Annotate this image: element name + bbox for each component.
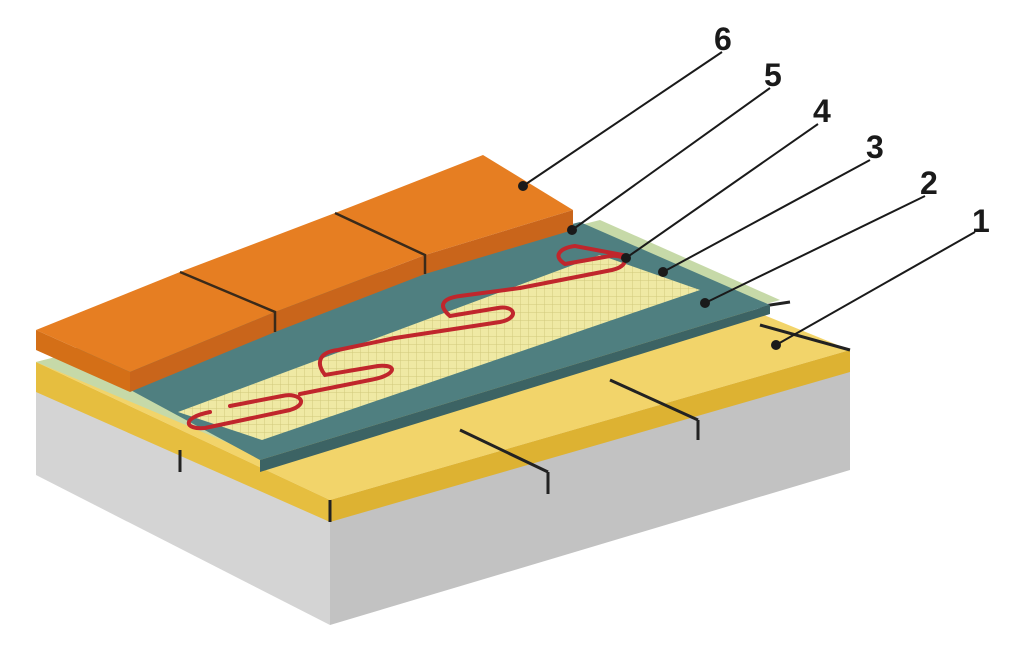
- leader-dot-3: [658, 267, 668, 277]
- heating-cable-loops: [186, 243, 630, 431]
- callout-number-5: 5: [764, 57, 782, 93]
- concrete-left-face: [36, 390, 330, 625]
- insulation-left-face: [36, 362, 330, 522]
- tile-1-top: [36, 272, 275, 372]
- tile-joint-lines: [179, 211, 427, 332]
- leader-line-4: [625, 123, 819, 259]
- callout-leaders: [518, 51, 976, 350]
- tile-layer: [36, 155, 573, 392]
- callout-number-6: 6: [714, 21, 732, 57]
- concrete-base: [36, 370, 850, 625]
- leader-line-1: [775, 231, 976, 346]
- concrete-right-face: [330, 370, 850, 625]
- tile-1-right-side: [130, 312, 275, 392]
- callout-number-4: 4: [813, 93, 831, 129]
- insulation-joint-lines: [178, 300, 851, 522]
- cable-loop-3: [393, 286, 522, 340]
- cable-loop-2: [298, 336, 397, 396]
- leader-dot-5: [567, 225, 577, 235]
- callout-number-1: 1: [972, 203, 990, 239]
- membrane-front-edge: [260, 305, 770, 472]
- leader-dot-2: [700, 298, 710, 308]
- tile-1-left-side: [36, 330, 130, 392]
- leader-line-2: [704, 195, 926, 304]
- tile-2-right-side: [275, 255, 425, 332]
- cable-loop-4: [518, 243, 630, 290]
- tile-2-top: [180, 213, 425, 312]
- leader-dot-4: [621, 253, 631, 263]
- leader-dot-6: [518, 181, 528, 191]
- insulation-right-face: [330, 350, 850, 522]
- leader-line-6: [522, 51, 723, 187]
- tile-3-right-side: [425, 210, 573, 274]
- leader-dot-1: [771, 340, 781, 350]
- tile-3-top: [335, 155, 573, 255]
- leader-line-3: [662, 159, 871, 273]
- leader-line-5: [571, 87, 771, 231]
- callout-number-2: 2: [920, 165, 938, 201]
- cable-loop-1: [186, 393, 304, 431]
- callout-numbers: 6 5 4 3 2 1: [714, 21, 990, 239]
- callout-number-3: 3: [866, 129, 884, 165]
